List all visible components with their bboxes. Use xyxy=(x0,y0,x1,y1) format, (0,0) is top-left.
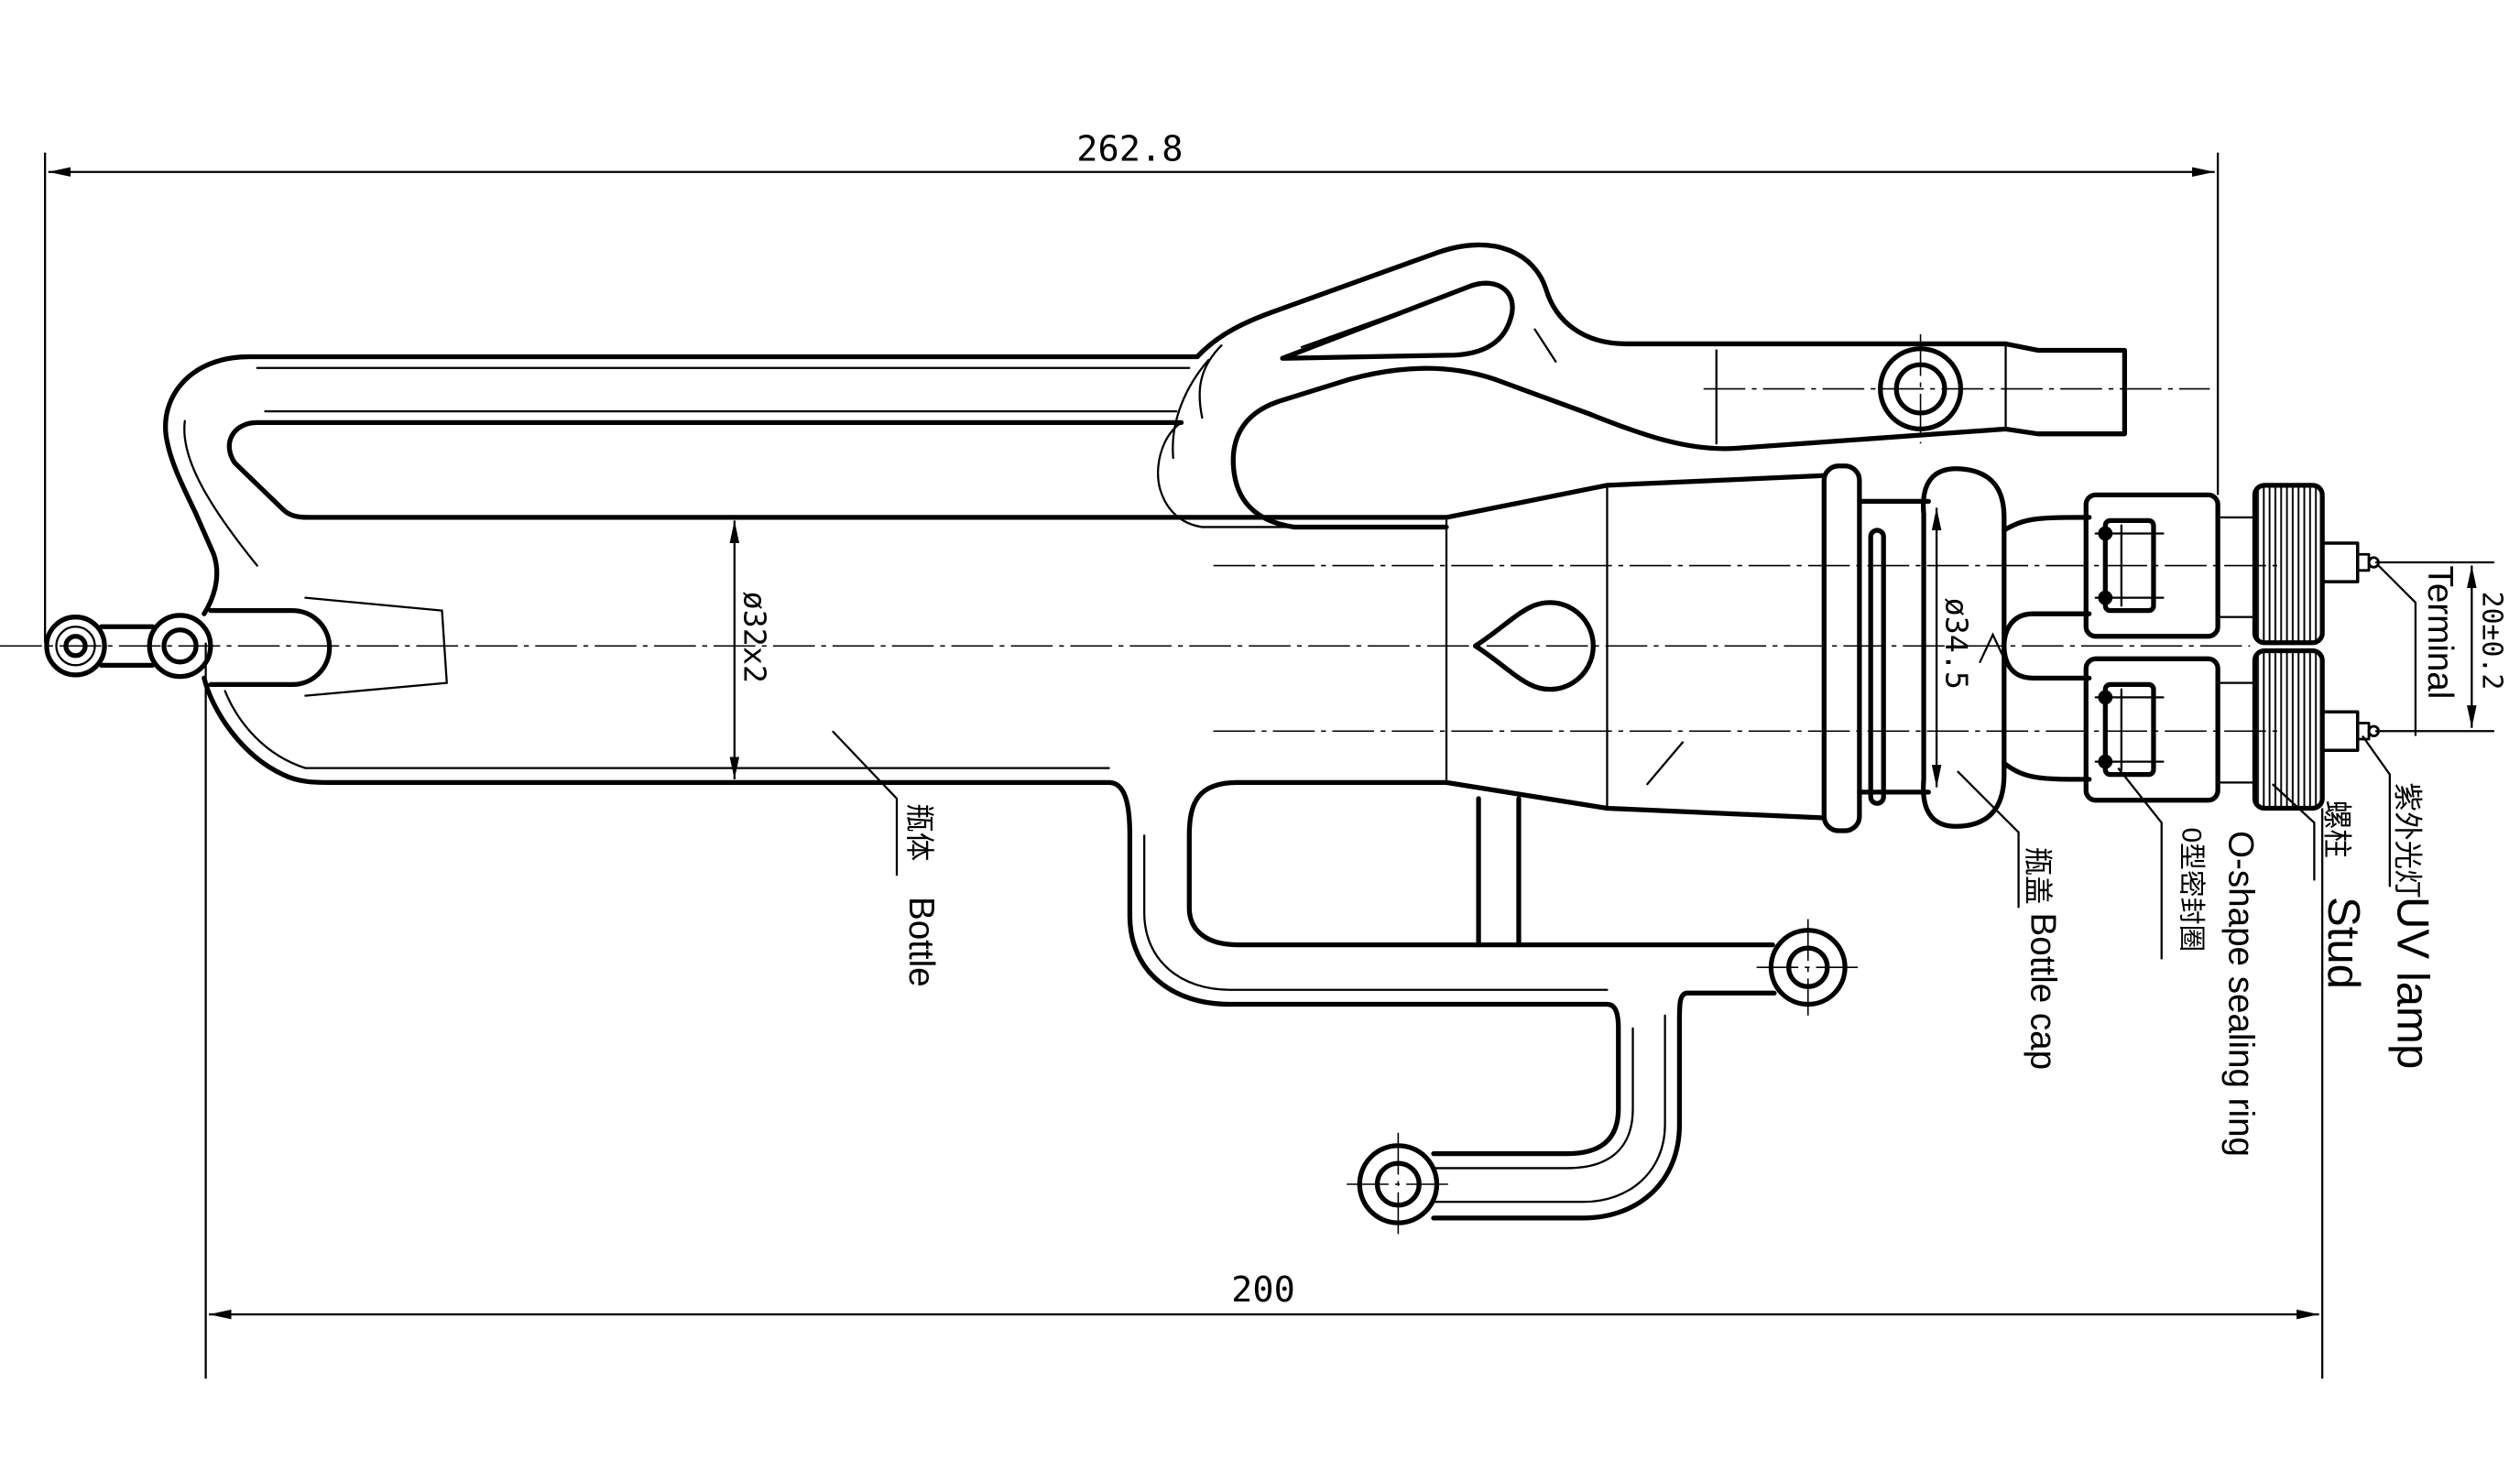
bottle-top-edge xyxy=(306,473,1827,520)
lower-o-ring-mark-bottom xyxy=(2098,754,2113,769)
cap-symbol xyxy=(1979,632,2007,663)
dimension-lines xyxy=(48,167,2477,1320)
upper-o-ring-detail xyxy=(2094,524,2165,607)
upper-terminal-tip xyxy=(2367,556,2380,569)
upper-o-ring-mark-bottom xyxy=(2098,590,2113,605)
upper-o-ring-seat xyxy=(2102,517,2156,614)
bottle-bottom-left-edge xyxy=(202,675,1112,786)
cap-diameter-value: ø34.5 xyxy=(1939,598,1975,690)
inlet-nozzle xyxy=(304,596,448,697)
label-uv-lamp-en: UV lamp xyxy=(2388,897,2438,1069)
outlet-arm-slot xyxy=(1280,280,1515,361)
center-lines xyxy=(0,333,2283,1237)
callout-labels: 瓶体 Bottle 瓶盖 Bottle cap 0型密封圈 O-shape se… xyxy=(901,566,2460,1157)
label-uv-lamp-zh: 紫外光灯 xyxy=(2392,782,2425,898)
label-o-ring-zh: 0型密封圈 xyxy=(2176,828,2207,953)
left-connector-tube xyxy=(98,624,156,668)
lower-tube-outer xyxy=(1106,779,1621,1157)
label-bottle-cap-zh: 瓶盖 xyxy=(2022,847,2055,905)
label-bottle-zh: 瓶体 xyxy=(903,803,936,861)
lower-tube-wall xyxy=(1143,834,1666,1203)
cap-bulge xyxy=(1921,466,2007,829)
overall-length-value: 262.8 xyxy=(1076,128,1183,169)
leader-stud xyxy=(2272,783,2316,881)
left-mount-ring-outer xyxy=(44,615,107,678)
bottom-port-inner xyxy=(1374,1160,1422,1208)
outlet-arm-bend-left xyxy=(1157,421,1295,528)
left-end-fitting xyxy=(44,596,448,697)
bottom-port-outer xyxy=(1357,1143,1440,1225)
left-mount-ring-inner xyxy=(63,634,88,659)
support-strut xyxy=(1476,796,1522,948)
lower-o-ring-detail xyxy=(2094,688,2165,771)
sight-window-teardrop xyxy=(1472,600,1596,692)
upper-outlet-arm xyxy=(1157,242,2128,530)
cap-flange xyxy=(1821,463,1862,833)
lower-tube-inner xyxy=(1186,779,1775,948)
label-bottle-en: Bottle xyxy=(901,897,941,987)
mount-span-value: 200 xyxy=(1231,1269,1295,1311)
upper-o-ring-mark-top xyxy=(2098,526,2113,541)
left-mount-ring-mid xyxy=(55,626,96,667)
inlet-ring-outer xyxy=(147,613,213,680)
cone-hatch xyxy=(1646,741,1685,786)
cap-outlet-tubes xyxy=(2002,515,2092,782)
bottle-bottom-left-wall xyxy=(224,690,1110,769)
label-stud-zh: 螺柱 xyxy=(2320,800,2353,858)
leader-uv-lamp xyxy=(2362,735,2391,887)
leader-o-ring xyxy=(2117,767,2163,960)
label-stud-en: Stud xyxy=(2318,897,2368,989)
leader-bottle xyxy=(832,730,899,876)
upper-terminal-pin xyxy=(2356,552,2371,572)
outlet-arm-outline xyxy=(1195,242,2128,530)
bottle-cap xyxy=(1821,463,2092,833)
upper-arm-inner xyxy=(226,419,1184,520)
lower-tube xyxy=(1106,779,1848,1225)
leader-lines xyxy=(832,564,2417,960)
dimension-texts: 262.8 200 ø32x2 ø34.5 20±0.2 xyxy=(736,128,2507,1311)
side-port-outer xyxy=(1768,928,1848,1007)
upper-stud-spacer xyxy=(2216,516,2256,618)
lower-o-ring-mark-top xyxy=(2098,690,2113,705)
bottle-diameter-value: ø32x2 xyxy=(736,592,772,683)
outlet-hole-outer xyxy=(1878,346,1964,432)
side-port-inner xyxy=(1786,945,1830,989)
lower-tube-drop xyxy=(1431,990,1777,1221)
label-o-ring-en: O-shape sealing ring xyxy=(2220,831,2260,1157)
leader-terminal xyxy=(2377,564,2417,736)
label-terminal-en: Terminal xyxy=(2420,566,2460,700)
upper-arm-outer xyxy=(163,354,1200,616)
inlet-tube xyxy=(208,608,333,688)
lamp-housings xyxy=(2083,483,2380,811)
upper-terminal-body xyxy=(2320,541,2360,583)
inlet-ring-inner xyxy=(161,627,199,665)
lower-terminal-tip xyxy=(2367,724,2380,737)
upper-knurled-stud xyxy=(2252,483,2325,646)
lower-o-ring-seat xyxy=(2102,681,2156,778)
lower-terminal-body xyxy=(2320,710,2360,753)
leader-bottle-cap xyxy=(1957,770,2020,909)
left-bend-wall xyxy=(183,419,258,567)
outlet-arm-bend-wall xyxy=(1172,344,1223,460)
bottle-body xyxy=(163,354,1827,821)
lower-knurled-stud xyxy=(2252,648,2325,811)
extension-lines xyxy=(44,152,2494,1379)
outlet-arm-joint xyxy=(1533,328,1557,363)
outlet-arm-slot-wall xyxy=(1300,291,1456,349)
bottle-bottom-right-edge xyxy=(1235,779,1827,821)
outlet-hole-inner xyxy=(1893,362,1947,416)
terminal-spacing-value: 20±0.2 xyxy=(2476,592,2508,691)
lower-stud-spacer xyxy=(2216,681,2256,784)
label-bottle-cap-en: Bottle cap xyxy=(2024,913,2063,1071)
cap-groove xyxy=(1868,528,1886,806)
